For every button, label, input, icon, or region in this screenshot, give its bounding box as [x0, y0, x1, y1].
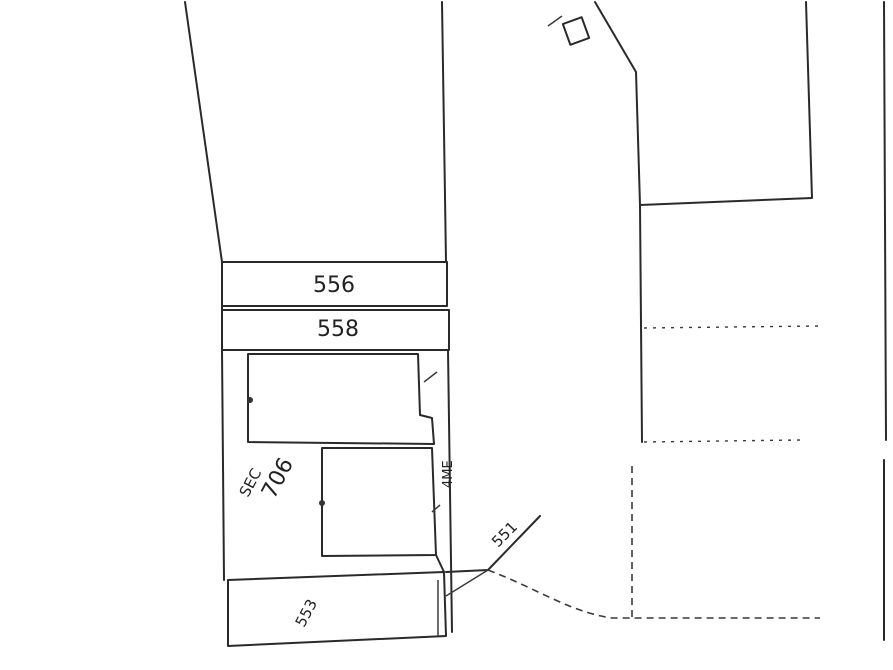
tick-mark [431, 504, 441, 513]
map-edge-right [883, 1, 887, 441]
building-lower [321, 447, 437, 557]
lot-line-dotted [643, 325, 819, 329]
tick-mark [547, 15, 563, 27]
small-structure [561, 16, 591, 46]
tick-mark [423, 371, 438, 383]
parcel-ne [639, 1, 813, 206]
parcel-label-706: 706 [257, 454, 299, 503]
lot-line-dotted [643, 439, 801, 443]
parcel-label-551: 551 [488, 518, 521, 551]
parcel-706-west [221, 349, 225, 581]
parcel-boundary-west [184, 1, 223, 353]
side-text-col: 4ME [441, 460, 456, 488]
survey-point [247, 397, 253, 403]
parcel-boundary-north-inner [441, 1, 447, 263]
building-upper [247, 353, 435, 445]
parcel-label-553: 553 [292, 596, 321, 630]
parcel-556-outline [221, 261, 448, 307]
parcel-706-outline [221, 349, 453, 633]
survey-point [319, 500, 325, 506]
road-boundary-east [594, 1, 643, 443]
building-corner-line [435, 554, 445, 573]
road-edge-lower [445, 569, 489, 597]
parcel-label-556: 556 [313, 273, 355, 298]
parcel-label-558: 558 [317, 317, 359, 342]
road-curve [487, 569, 820, 619]
parcel-553-outline [227, 571, 447, 647]
